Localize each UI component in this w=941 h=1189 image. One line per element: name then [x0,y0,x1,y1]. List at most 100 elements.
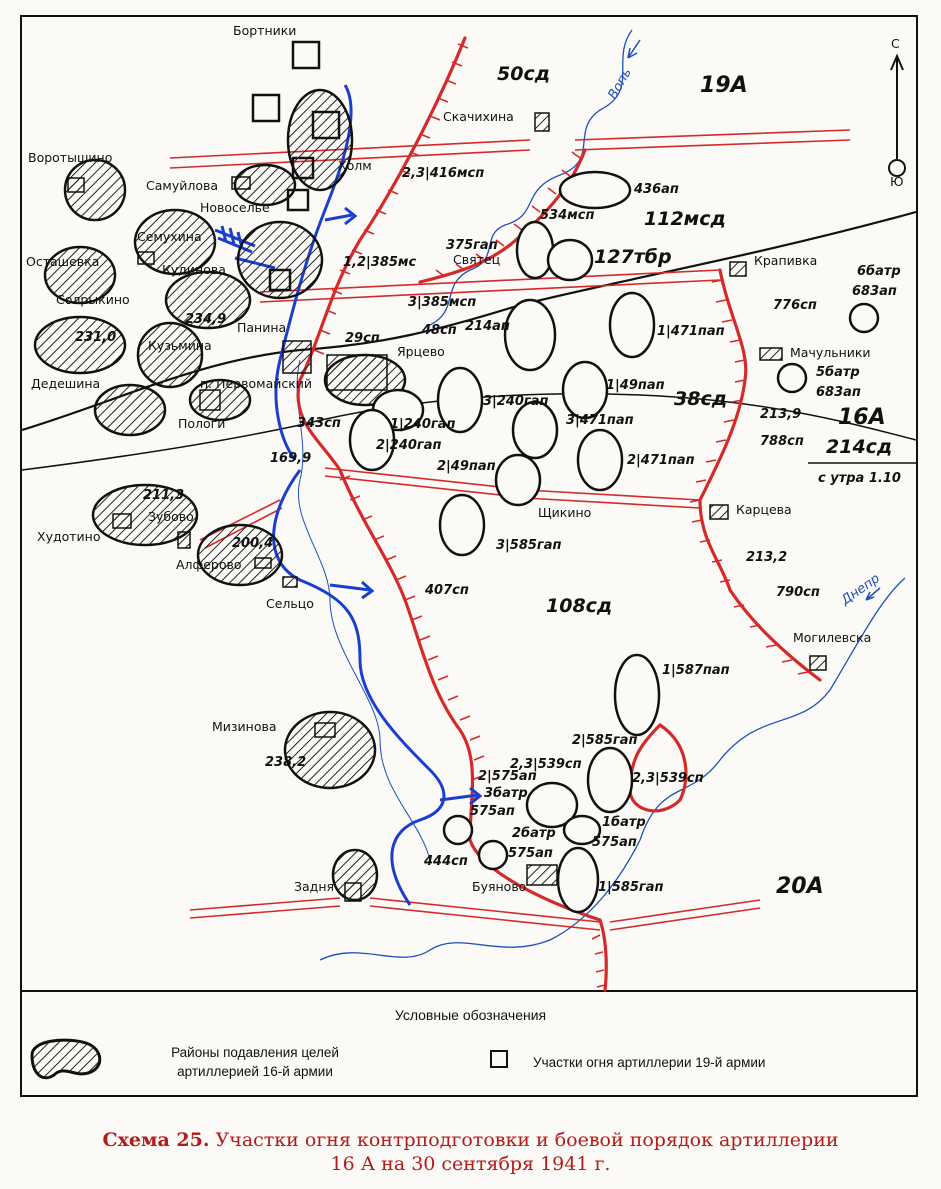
unit-label: 214ап [465,319,510,334]
place-mizinova: Мизинова [212,719,277,734]
place-yartsevo: Ярцево [397,344,445,359]
division-108sd: 108сд [546,595,612,617]
place-alferovo: Алферово [176,557,242,572]
place-skachikhina: Скачихина [443,109,514,124]
place-ostashevka: Осташевка [26,254,99,269]
unit-label: 2|49пап [437,459,496,474]
artillery-positions [348,170,880,914]
place-seltso: Сельцо [266,596,314,611]
river-dnepr [319,577,906,961]
place-svyatets: Святец [453,252,500,267]
place-kartseva: Карцева [736,502,792,517]
unit-label: 444сп [423,854,468,869]
place-pervomaysky: п. Первомайский [200,376,312,391]
division-214sd: 214сд [826,436,892,458]
unit-label: 776сп [773,298,817,313]
unit-label: 48сп [421,323,457,338]
north-label: С [891,36,900,51]
unit-label: 1|49пап [606,378,665,393]
legend-suppression-line2: артиллерией 16-й армии [177,1064,333,1079]
place-panina: Панина [237,320,286,335]
division-38sd: 38сд [674,388,727,410]
unit-label: 375гап [446,238,498,253]
unit-label: 1|240гап [390,417,455,432]
place-machulniki: Мачульники [790,345,871,360]
unit-label: 534мсп [540,208,594,223]
height-2310: 231,0 [75,330,116,345]
time-note: с утра 1.10 [818,471,901,486]
caption-line2: 16 А на 30 сентября 1941 г. [330,1153,611,1175]
unit-label: 788сп [760,434,804,449]
map-frame [20,15,918,1097]
army-label-19a: 19А [700,73,748,98]
unit-label: 1батр [602,815,646,830]
caption-line1: Схема 25. Участки огня контрподготовки и… [0,1128,941,1152]
height-2382: 238,2 [265,755,306,770]
place-shchikino: Щикино [538,505,591,520]
division-127tbr: 127тбр [594,246,672,268]
unit-label: 575ап [592,835,637,850]
height-2004: 200,4 [232,536,273,551]
unit-label: 343сп [297,416,341,431]
unit-label: 3|585гап [496,538,561,553]
legend-suppression-line1: Районы подавления целей [171,1045,339,1060]
fire-sector-squares [251,40,341,292]
unit-label: 1|585гап [598,880,663,895]
division-112msd: 112мсд [644,208,726,230]
unit-label: 2,3|539сп [510,757,582,772]
army-label-16a: 16А [838,405,886,430]
place-solrykino: Солрыкино [56,292,130,307]
unit-label: 2|240гап [376,438,441,453]
river-vop [429,29,633,326]
division-50sd: 50сд [497,63,550,85]
front-lines [296,36,822,992]
place-dedeshina: Дедешина [31,376,100,391]
place-zubovo: Зубово [148,509,194,524]
unit-label: 5батр [816,365,860,380]
height-2349: 234,9 [185,312,226,327]
unit-label: 683ап [816,385,861,400]
caption-text1: Участки огня контрподготовки и боевой по… [215,1129,839,1151]
place-mogilevska: Могилевска [793,630,871,645]
river-vop-arrow [627,39,641,59]
front-hatch [313,43,809,988]
unit-label: 2|585гап [572,733,637,748]
place-bortniki: Бортники [233,23,296,38]
height-2139: 213,9 [760,407,801,422]
place-krapivka: Крапивка [754,253,817,268]
unit-label: 2|471пап [627,453,695,468]
south-label: Ю [890,174,904,189]
unit-label: 2,3|416мсп [402,166,484,181]
unit-label: 790сп [776,585,820,600]
height-2113: 211,3 [143,488,184,503]
river-label-dnepr: Днепр [838,571,883,609]
place-khudotino: Худотино [37,529,100,544]
unit-label: 407сп [424,583,469,598]
caption-prefix: Схема 25. [102,1129,210,1151]
place-zadnya: Задня [294,879,334,894]
army-label-20a: 20А [776,874,824,899]
unit-label: 3батр [484,786,528,801]
unit-label: 1|587пап [662,663,730,678]
unit-label: 3|471пап [566,413,634,428]
unit-label: 575ап [470,804,515,819]
north-arrow [888,53,906,177]
unit-label: 6батр [857,264,901,279]
river-label-vop: Вопь [605,66,635,102]
river-left-branch [296,359,431,861]
unit-label: 1,2|385мс [343,255,417,270]
height-1699: 169,9 [270,451,311,466]
place-pologi: Пологи [178,416,225,431]
place-semukhina: Семухина [137,229,202,244]
place-kuzmina: Кузьмина [148,338,212,353]
legend-suppression-swatch [30,1038,102,1080]
legend-suppression-label: Районы подавления целей артиллерией 16-й… [130,1043,380,1081]
unit-label: 575ап [508,846,553,861]
legend-fire-swatch [490,1050,508,1068]
fire-sector-lines [169,129,851,931]
unit-label: 2,3|539сп [632,771,704,786]
place-kudinova: Кудинова [162,262,226,277]
river-dnepr-arrow [865,587,881,601]
